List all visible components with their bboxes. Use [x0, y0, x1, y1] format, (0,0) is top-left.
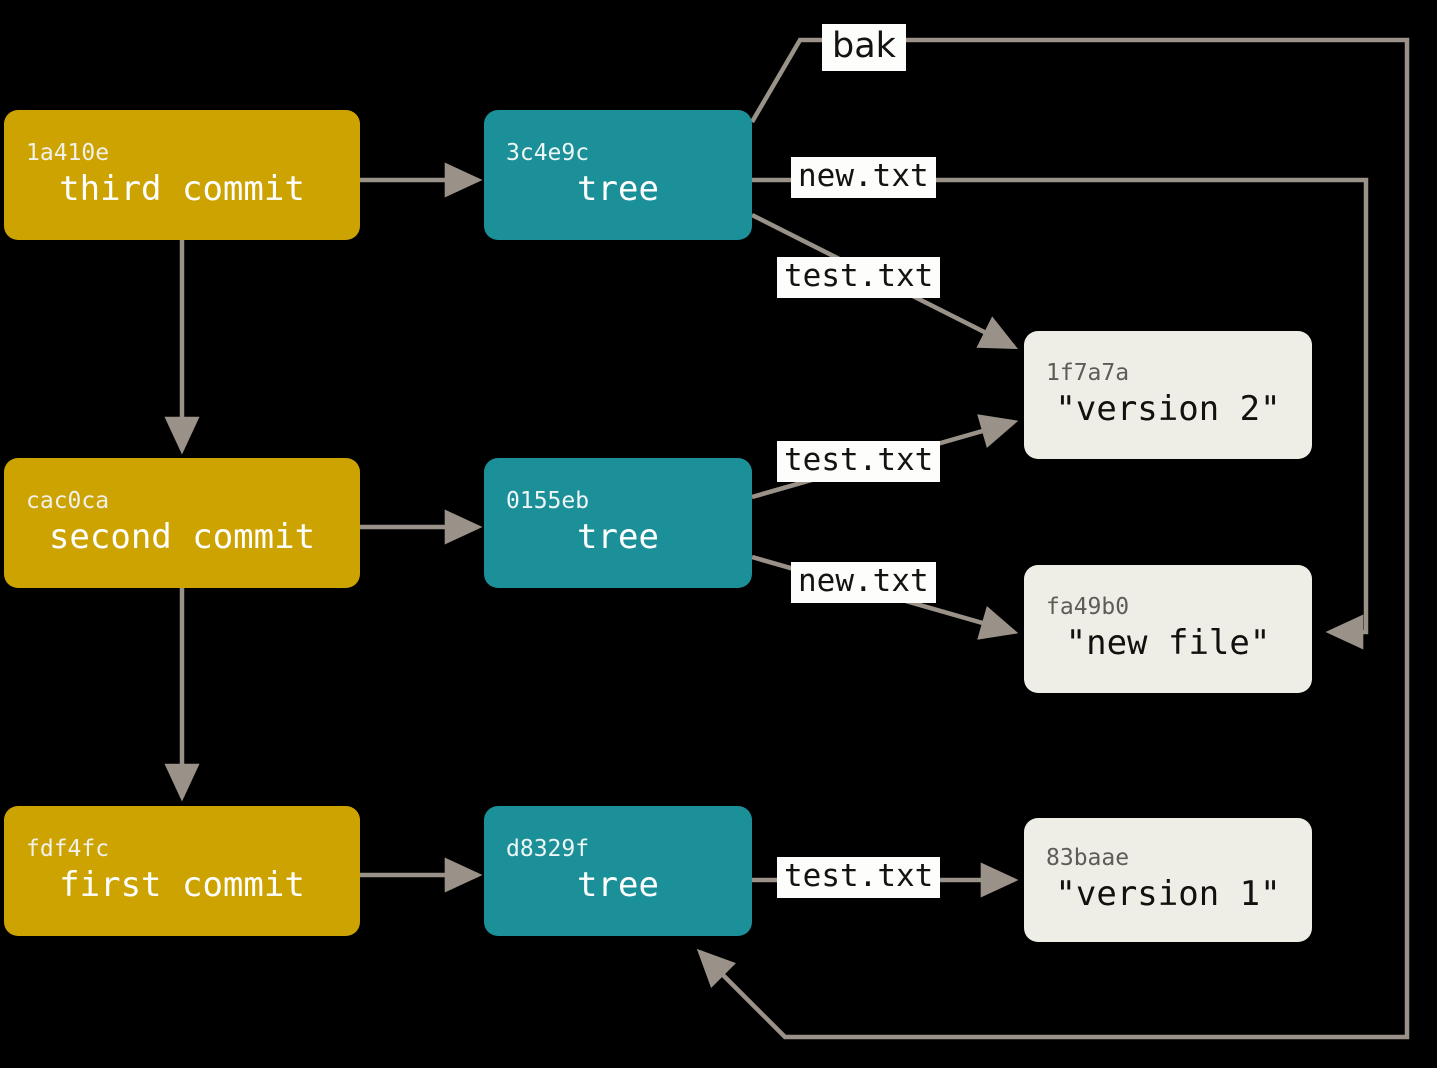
tree-node-3c4e9c[interactable]: 3c4e9c tree: [484, 110, 752, 240]
commit-node-second[interactable]: cac0ca second commit: [4, 458, 360, 588]
commit-hash: fdf4fc: [26, 835, 110, 862]
blob-hash: 1f7a7a: [1046, 359, 1130, 386]
edge-label-new-txt-mid: new.txt: [791, 562, 936, 603]
blob-label: "new file": [1065, 623, 1271, 664]
tree-label: tree: [577, 169, 659, 210]
commit-hash: cac0ca: [26, 487, 110, 514]
edge-label-test-txt-bottom: test.txt: [777, 857, 941, 898]
blob-label: "version 1": [1055, 874, 1281, 915]
commit-label: third commit: [59, 169, 305, 210]
edge-label-bak: bak: [822, 24, 906, 71]
blob-node-1f7a7a[interactable]: 1f7a7a "version 2": [1024, 331, 1312, 459]
edge-tree3-bak-tree1: [696, 37, 1410, 1040]
commit-label: second commit: [48, 517, 316, 558]
blob-node-fa49b0[interactable]: fa49b0 "new file": [1024, 565, 1312, 693]
edge-tree3-blobnew: [752, 177, 1369, 650]
tree-node-d8329f[interactable]: d8329f tree: [484, 806, 752, 936]
blob-hash: fa49b0: [1046, 593, 1130, 620]
tree-hash: 3c4e9c: [506, 139, 590, 166]
edge-label-test-txt-mid: test.txt: [777, 441, 941, 482]
blob-label: "version 2": [1055, 389, 1281, 430]
tree-node-0155eb[interactable]: 0155eb tree: [484, 458, 752, 588]
tree-label: tree: [577, 865, 659, 906]
tree-hash: d8329f: [506, 835, 590, 862]
tree-label: tree: [577, 517, 659, 558]
commit-label: first commit: [59, 865, 305, 906]
commit-hash: 1a410e: [26, 139, 110, 166]
commit-node-third[interactable]: 1a410e third commit: [4, 110, 360, 240]
edge-label-test-txt-top: test.txt: [777, 257, 941, 298]
blob-node-83baae[interactable]: 83baae "version 1": [1024, 818, 1312, 942]
tree-hash: 0155eb: [506, 487, 590, 514]
commit-node-first[interactable]: fdf4fc first commit: [4, 806, 360, 936]
edge-label-new-txt-top: new.txt: [791, 157, 936, 198]
blob-hash: 83baae: [1046, 844, 1130, 871]
